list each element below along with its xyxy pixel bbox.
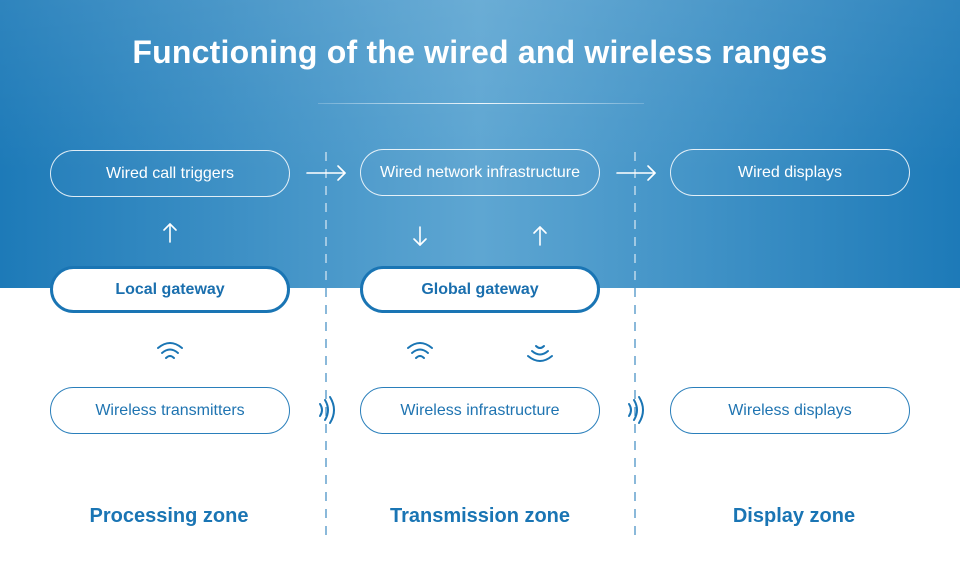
arrow-icon <box>616 165 656 181</box>
arrow-icon <box>533 226 547 246</box>
wifi-signal-icon <box>628 396 644 424</box>
node-wireless-infrastructure: Wireless infrastructure <box>360 387 600 434</box>
title-divider <box>318 103 644 104</box>
node-local-gateway: Local gateway <box>50 266 290 313</box>
header-band <box>0 0 960 288</box>
node-global-gateway: Global gateway <box>360 266 600 313</box>
wifi-signal-icon <box>319 396 335 424</box>
node-wired-call-triggers: Wired call triggers <box>50 150 290 197</box>
zone-label-transmission: Transmission zone <box>389 505 571 527</box>
node-wired-displays: Wired displays <box>670 149 910 196</box>
arrow-icon <box>163 223 177 243</box>
wifi-signal-icon <box>527 345 553 362</box>
node-wireless-displays: Wireless displays <box>670 387 910 434</box>
arrow-icon <box>413 226 427 246</box>
wifi-signal-icon <box>157 342 183 359</box>
zone-label-display: Display zone <box>732 505 856 527</box>
diagram-title: Functioning of the wired and wireless ra… <box>132 34 828 70</box>
wifi-signal-icon <box>407 342 433 359</box>
node-wireless-transmitters: Wireless transmitters <box>50 387 290 434</box>
zone-label-processing: Processing zone <box>89 505 249 527</box>
arrow-icon <box>306 165 346 181</box>
node-wired-network-infrastructure: Wired network infrastructure <box>360 149 600 196</box>
